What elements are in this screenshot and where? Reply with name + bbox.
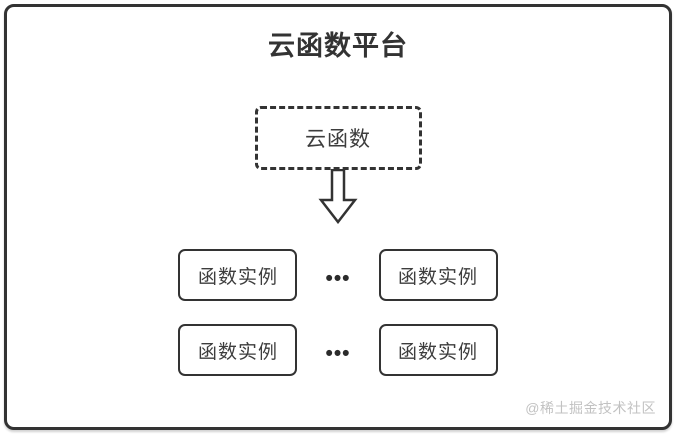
function-instance-label: 函数实例 (197, 266, 278, 288)
watermark: @稀土掘金技术社区 (525, 400, 656, 416)
cloud-function-node: 云函数 (254, 106, 422, 170)
function-instance-node: 函数实例 (378, 324, 498, 376)
instance-row-2: 函数实例 ••• 函数实例 (178, 324, 498, 376)
function-instance-node: 函数实例 (178, 249, 298, 301)
function-instance-label: 函数实例 (398, 341, 479, 363)
down-arrow-icon (318, 169, 358, 224)
function-instance-node: 函数实例 (178, 324, 298, 376)
cloud-function-label: 云函数 (305, 128, 371, 151)
page-title: 云函数平台 (268, 31, 408, 61)
ellipsis-dots: ••• (325, 341, 351, 365)
diagram-container: 云函数平台 云函数 函数实例 ••• 函数实例 函数实例 ••• 函数实例 @稀… (4, 4, 672, 430)
instance-row-1: 函数实例 ••• 函数实例 (178, 249, 498, 301)
function-instance-label: 函数实例 (398, 266, 479, 288)
ellipsis-dots: ••• (325, 266, 351, 290)
function-instance-label: 函数实例 (197, 341, 278, 363)
function-instance-node: 函数实例 (378, 249, 498, 301)
